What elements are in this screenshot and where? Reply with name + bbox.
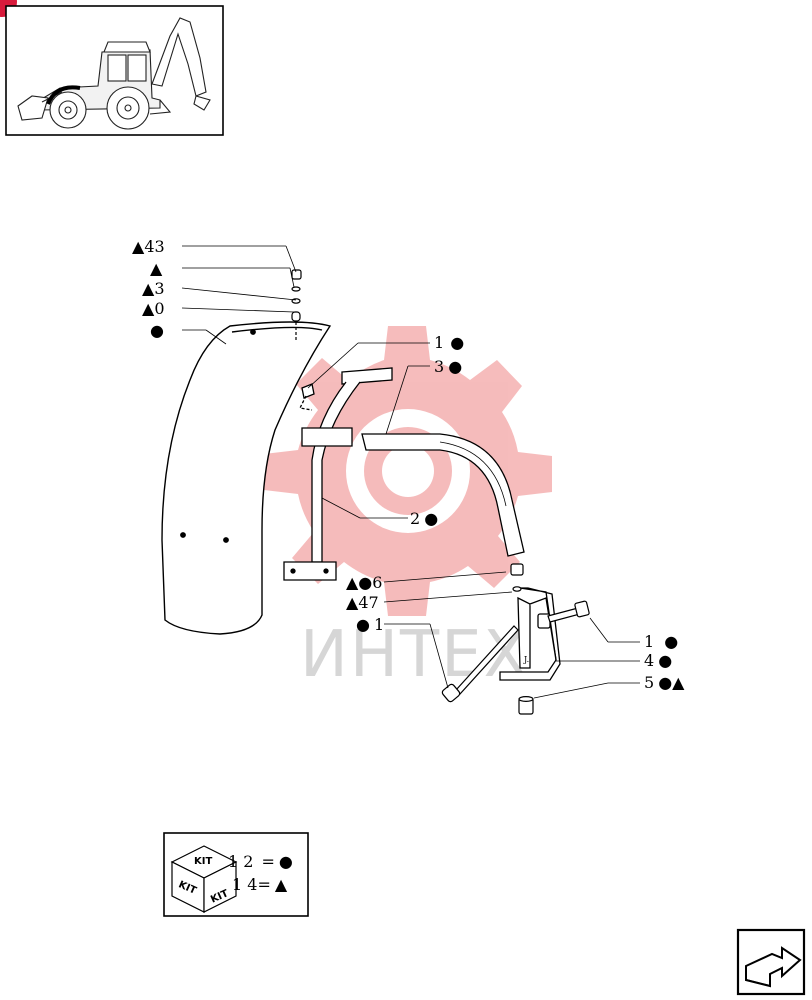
- callout-c5: ●: [150, 321, 164, 340]
- callout-labels: ▲43 ▲ ▲3 ▲0 ● 1● 3● 2● ▲●6 ▲47 ●1 1● 4● …: [132, 237, 685, 692]
- hex-bolt-right[interactable]: [547, 600, 590, 623]
- arrow-right-icon: [745, 946, 802, 988]
- long-bolt[interactable]: [441, 625, 519, 703]
- callout-c11: ●1: [356, 615, 384, 634]
- callout-c2: ▲: [150, 259, 163, 278]
- next-page-button[interactable]: [736, 928, 806, 996]
- fender-panel[interactable]: [161, 321, 332, 635]
- callout-c14: 5●▲: [644, 673, 685, 692]
- top-nut[interactable]: [510, 563, 524, 592]
- leader-lines: [181, 245, 640, 699]
- support-bracket[interactable]: [283, 367, 393, 581]
- callout-c12: 1●: [644, 632, 678, 651]
- top-bolt-stack[interactable]: [291, 269, 302, 340]
- machine-thumbnail[interactable]: [5, 5, 224, 136]
- callout-c10: ▲47: [346, 593, 379, 612]
- callout-c4: ▲0: [142, 299, 165, 318]
- svg-text:J.: J.: [523, 655, 529, 664]
- backhoe-loader-icon: [17, 17, 211, 130]
- kit-cube-top-label: KIT: [194, 856, 212, 867]
- spacer[interactable]: [518, 695, 534, 715]
- callout-c3: ▲3: [142, 279, 165, 298]
- callout-c13: 4●: [644, 651, 672, 670]
- lower-bracket[interactable]: J.: [499, 587, 561, 681]
- callout-c9: ▲●6: [346, 573, 382, 592]
- callout-c7: 3●: [434, 357, 462, 376]
- kit-row-1: 1 2=●: [228, 852, 293, 871]
- callout-c1: ▲43: [132, 237, 165, 256]
- callout-c6: 1●: [434, 333, 464, 352]
- kit-row-2: 1 4=▲: [232, 875, 288, 894]
- kit-legend: KIT KIT KIT 1 2=● 1 4=▲: [163, 832, 309, 917]
- curved-arm[interactable]: [361, 433, 525, 557]
- callout-c8: 2●: [410, 509, 438, 528]
- kit-cube-icon: [170, 845, 238, 913]
